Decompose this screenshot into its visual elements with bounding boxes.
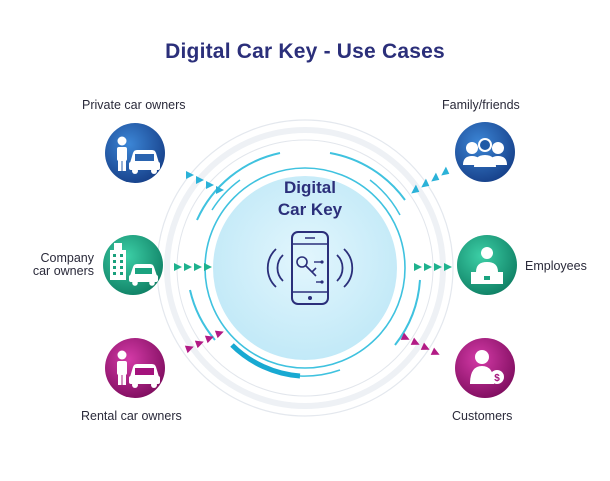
label-company-car-owners: Company car owners: [20, 252, 94, 278]
arrow-right-bottom: [400, 332, 440, 355]
customer-icon: $: [455, 338, 515, 398]
page-title: Digital Car Key - Use Cases: [165, 40, 445, 63]
smartphone-key-icon: [266, 231, 354, 305]
arrow-left-middle: [174, 263, 212, 271]
label-rental-car-owners: Rental car owners: [81, 409, 182, 423]
center-title-line1: Digital: [284, 178, 336, 197]
label-private-car-owners: Private car owners: [82, 98, 186, 112]
svg-text:$: $: [494, 373, 500, 384]
family-friends-icon: [455, 122, 515, 182]
label-company-line2: car owners: [32, 264, 94, 278]
label-customers: Customers: [452, 409, 513, 423]
arrow-left-bottom: [184, 330, 224, 354]
company-car-owner-icon: [103, 235, 163, 295]
private-car-owner-icon: [105, 123, 165, 183]
arrow-left-top: [186, 171, 224, 194]
center-title-line2: Car Key: [278, 200, 343, 219]
label-employees: Employees: [525, 259, 587, 273]
label-family-friends: Family/friends: [442, 98, 520, 112]
arrow-right-middle: [414, 263, 452, 271]
employee-icon: [457, 235, 517, 295]
label-company-line1: Company: [40, 251, 95, 265]
arrow-right-top: [411, 166, 450, 194]
rental-car-owner-icon: [105, 338, 165, 398]
center-disk: [213, 176, 397, 360]
